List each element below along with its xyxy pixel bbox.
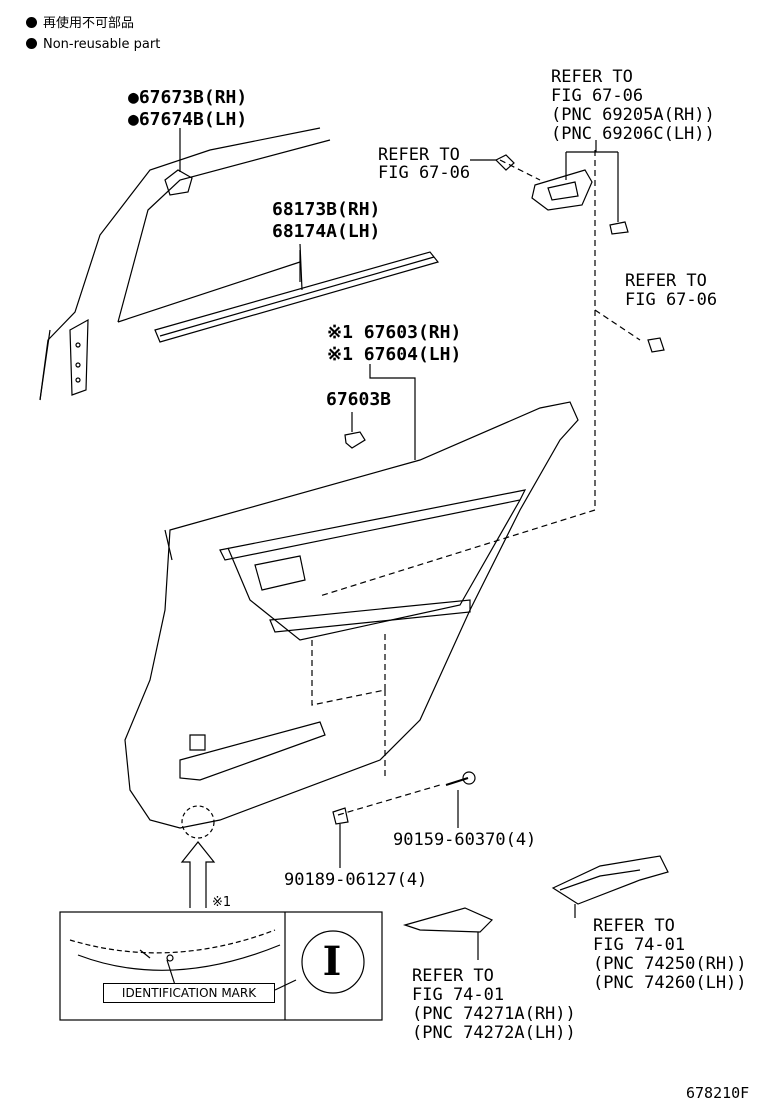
label-67603b: 67603B — [326, 389, 392, 410]
inner-handle-pocket — [254, 555, 306, 591]
door-pocket — [179, 721, 326, 781]
clip-part — [164, 169, 193, 196]
label-ref-6706-c2: FIG 67-06 — [625, 290, 718, 310]
label-90189: 90189-06127(4) — [284, 870, 428, 890]
label-ref-7401-a2: FIG 74-01 — [593, 935, 686, 955]
label-ref-7401-b1: REFER TO — [412, 966, 494, 986]
clip-67603b — [344, 431, 366, 449]
detail-circle — [181, 805, 215, 839]
leader-68173b — [299, 243, 303, 291]
label-ref-6706-b4: (PNC 69206C(LH)) — [551, 124, 715, 144]
label-67604: ※1 67604(LH) — [327, 344, 462, 365]
lower-garnish — [402, 907, 494, 933]
label-ref-7401-b2: FIG 74-01 — [412, 985, 505, 1005]
label-ref-7401-b3: (PNC 74271A(RH)) — [412, 1004, 576, 1024]
scuff-plate — [551, 855, 669, 905]
label-ref-7401-a3: (PNC 74250(RH)) — [593, 954, 747, 974]
label-ref-6706-c1: REFER TO — [625, 271, 707, 291]
screw-upper — [494, 154, 515, 171]
legend-non-reusable-jp: 再使用不可部品 — [26, 16, 134, 32]
id-mark-circle — [301, 930, 365, 994]
roman-numeral-mark: I — [322, 938, 342, 985]
label-ref-6706-b3: (PNC 69205A(RH)) — [551, 105, 715, 125]
switch-base — [269, 599, 471, 633]
label-ref-6706-a1: REFER TO — [378, 145, 460, 165]
label-ref-7401-b4: (PNC 74272A(LH)) — [412, 1023, 576, 1043]
label-90159: 90159-60370(4) — [393, 830, 537, 850]
label-ref-6706-a2: FIG 67-06 — [378, 163, 471, 183]
non-reusable-dot-icon — [26, 17, 37, 28]
label-note-mark: ※1 — [212, 895, 232, 910]
screw-right — [647, 337, 665, 353]
non-reusable-dot-icon — [26, 38, 37, 49]
label-ref-7401-a4: (PNC 74260(LH)) — [593, 973, 747, 993]
door-trim-panel — [124, 401, 579, 829]
label-68173b: 68173B(RH) — [272, 199, 381, 220]
armrest-upper — [219, 489, 527, 561]
label-67603: ※1 67603(RH) — [327, 322, 462, 343]
inner-door-handle — [531, 140, 629, 235]
detail-arrow — [180, 841, 216, 908]
identification-mark-label: IDENTIFICATION MARK — [103, 983, 275, 1003]
legend-jp-text: 再使用不可部品 — [43, 16, 135, 31]
door-frame — [39, 127, 331, 401]
detail-box — [59, 911, 383, 1021]
label-ref-6706-b2: FIG 67-06 — [551, 86, 644, 106]
label-ref-7401-a1: REFER TO — [593, 916, 675, 936]
label-68174a: 68174A(LH) — [272, 221, 381, 242]
figure-code: 678210F — [686, 1084, 750, 1102]
dashed-leaders — [311, 150, 641, 816]
label-67674b: ●67674B(LH) — [128, 109, 248, 130]
legend-non-reusable-en: Non-reusable part — [26, 37, 160, 53]
legend-en-text: Non-reusable part — [43, 37, 161, 52]
screw-90159 — [445, 777, 469, 786]
label-67673b: ●67673B(RH) — [128, 87, 248, 108]
door-hinge-bracket — [69, 318, 89, 396]
label-ref-6706-b1: REFER TO — [551, 67, 633, 87]
clip-90189 — [332, 807, 349, 825]
